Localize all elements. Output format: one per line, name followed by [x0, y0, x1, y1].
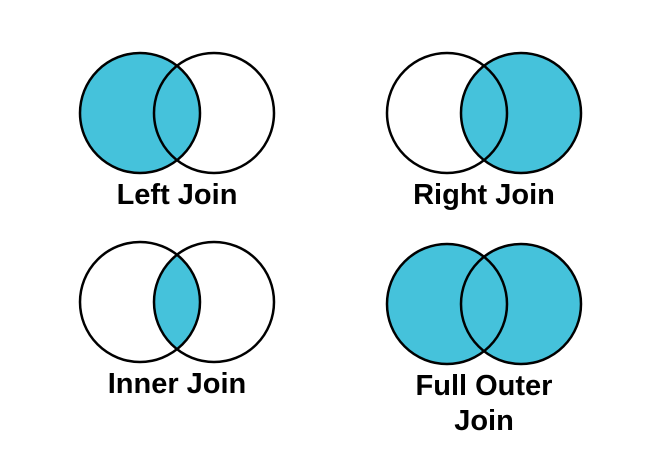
- venn-left-join: Left Join: [57, 48, 297, 213]
- right-circle-outline: [152, 240, 276, 364]
- right-circle-outline: [459, 51, 583, 175]
- left-circle-outline: [78, 51, 202, 175]
- venn-inner-join: Inner Join: [57, 237, 297, 402]
- intersection-region: [461, 244, 507, 364]
- right-circle-outline: [459, 242, 583, 366]
- left-circle-outline: [78, 240, 202, 364]
- venn-full-outer-join: Full Outer Join: [364, 239, 604, 439]
- venn-right-join: Right Join: [364, 48, 604, 213]
- left-join-label: Left Join: [116, 179, 238, 211]
- left-circle-outline: [385, 51, 509, 175]
- intersection-region: [461, 53, 507, 173]
- left-join-venn-diagram: [78, 51, 276, 175]
- full-outer-join-venn-diagram: [385, 242, 583, 366]
- full-outer-join-label: Full Outer Join: [415, 370, 553, 437]
- inner-join-label: Inner Join: [107, 368, 247, 400]
- intersection-region: [154, 53, 200, 173]
- right-join-venn-diagram: [385, 51, 583, 175]
- left-circle-outline: [385, 242, 509, 366]
- right-join-label: Right Join: [413, 179, 555, 211]
- right-circle-outline: [152, 51, 276, 175]
- inner-join-venn-diagram: [78, 240, 276, 364]
- intersection-region: [154, 242, 200, 362]
